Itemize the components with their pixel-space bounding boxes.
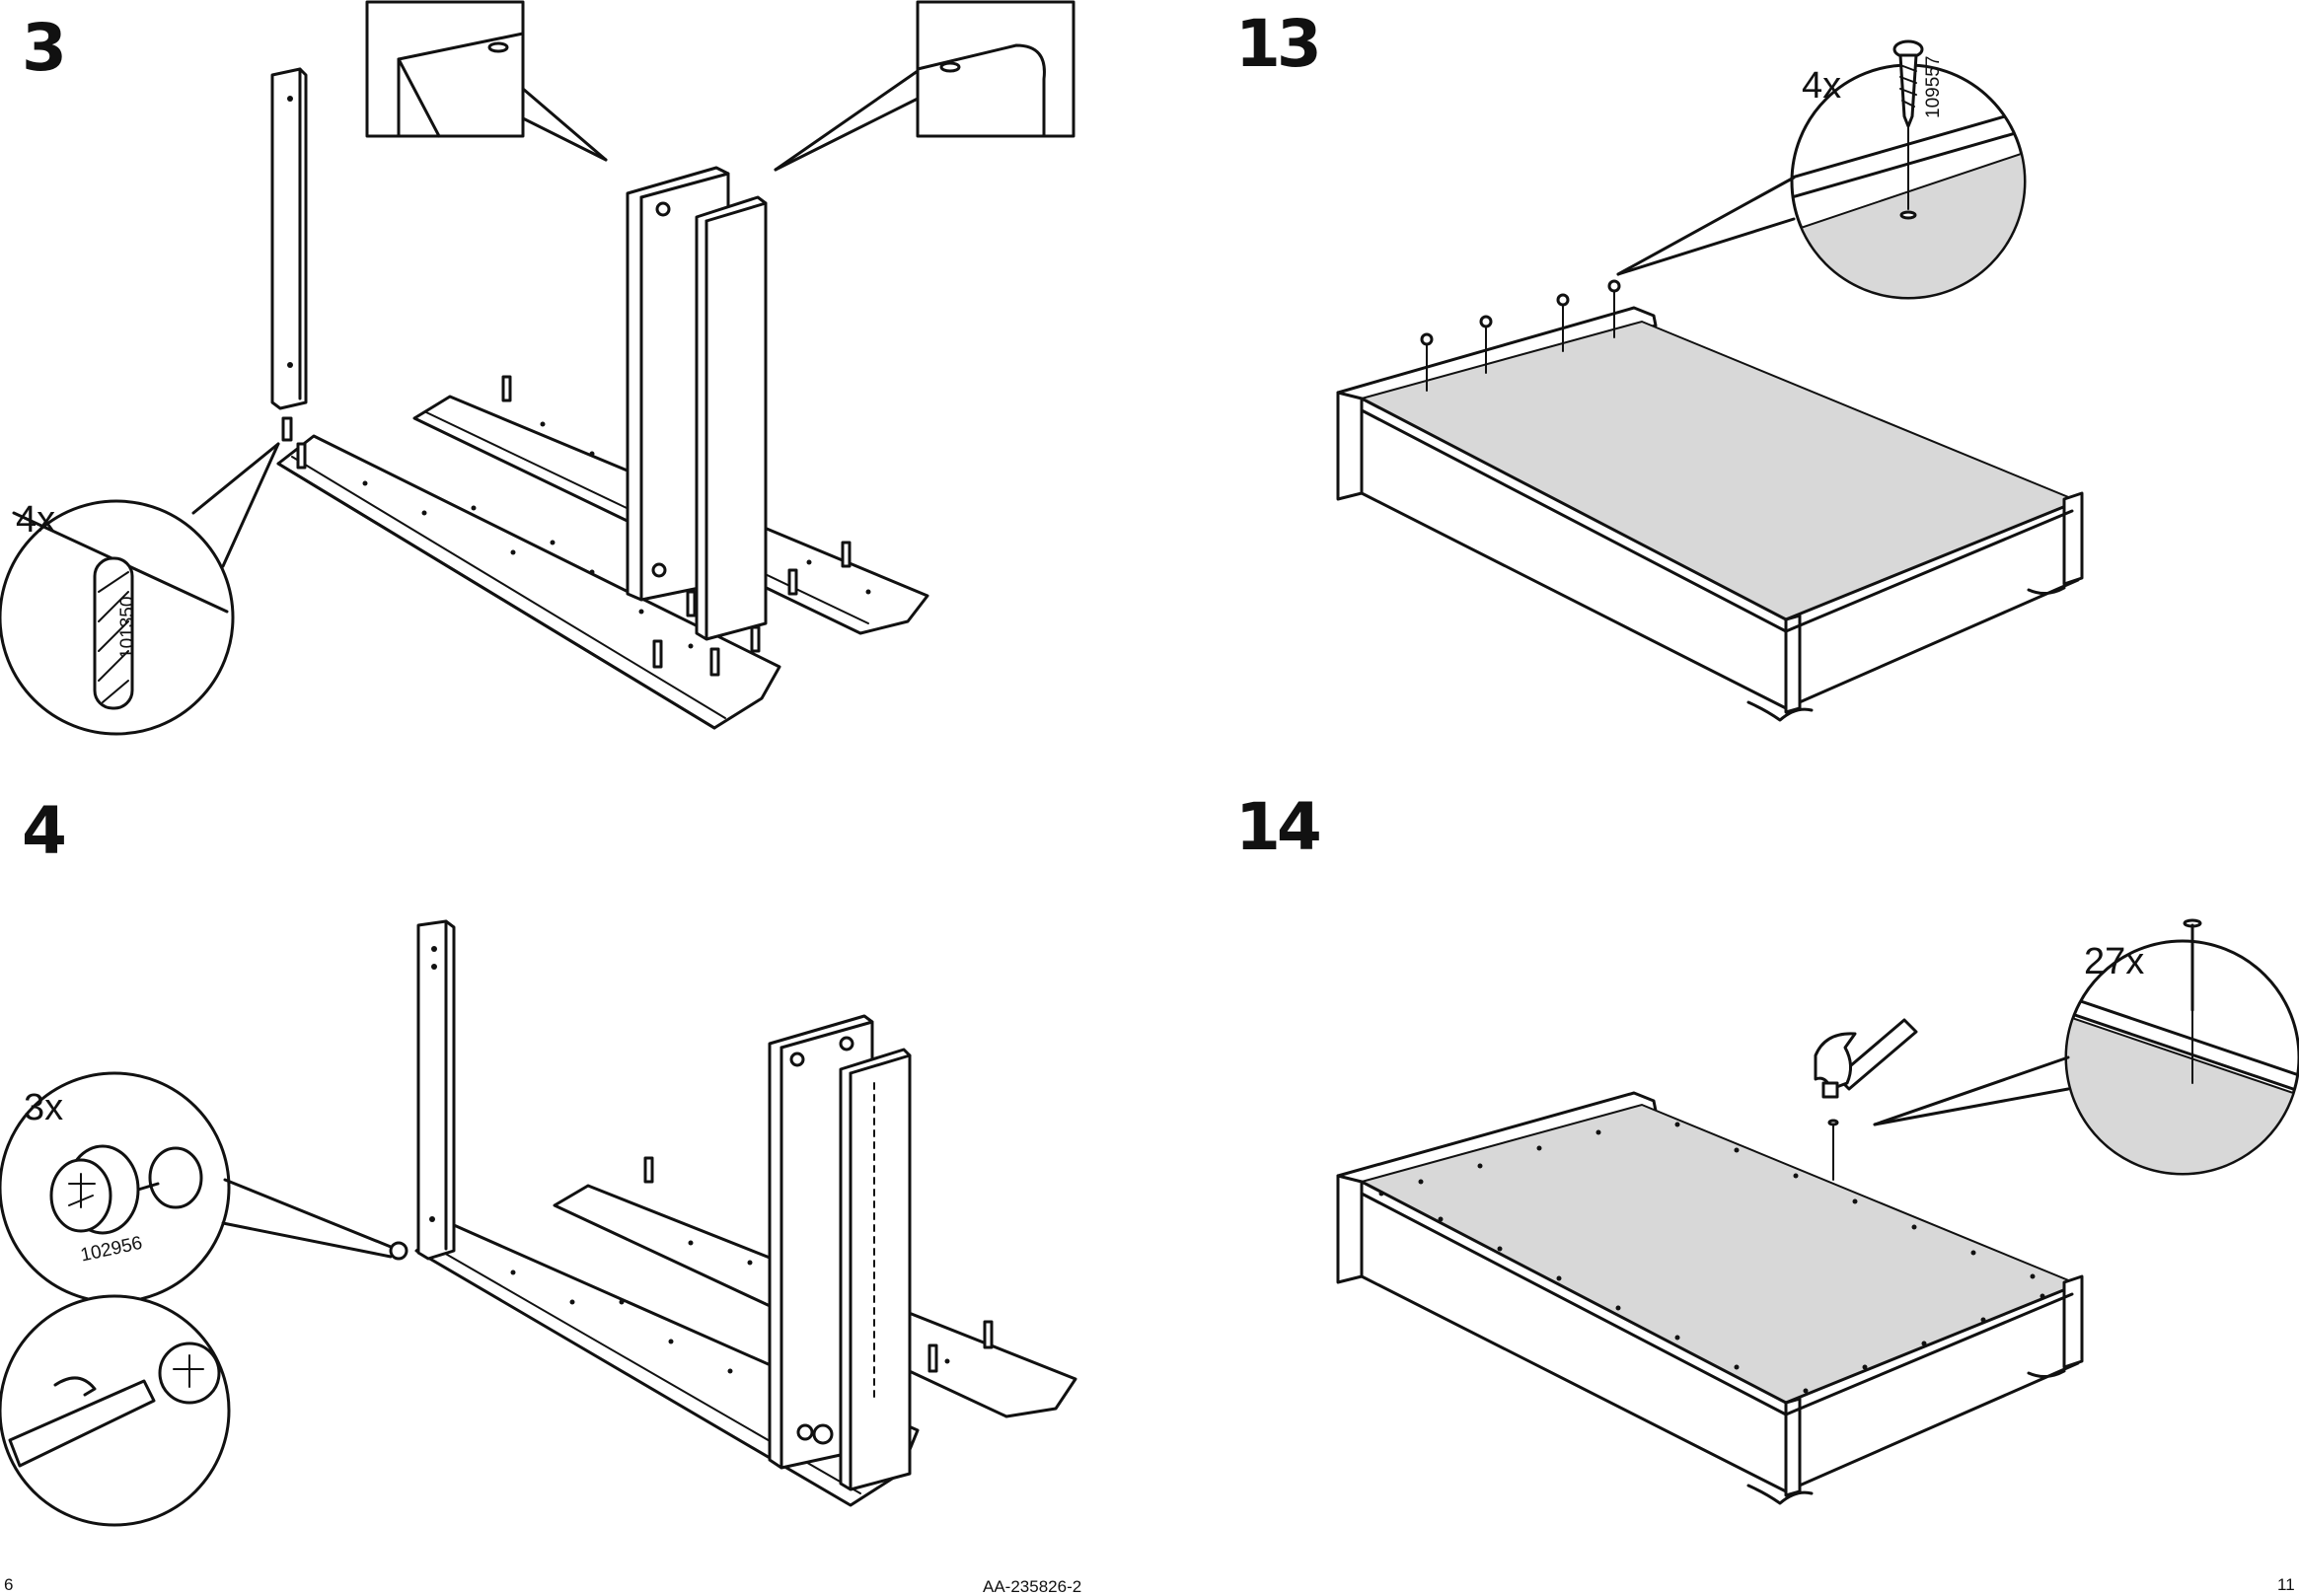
detail-inset-right (774, 0, 1075, 172)
step-number-14: 14 (1235, 789, 1322, 865)
step-3-illustration (0, 0, 1075, 736)
step-number-4: 4 (22, 793, 67, 869)
screw-icon (1892, 39, 1924, 220)
part-number-screw: 109557 (1923, 55, 1944, 118)
bed-base (1336, 1091, 2084, 1505)
part-number-dowel: 101350 (117, 596, 138, 659)
quantity-label-step-4: 3x (24, 1087, 64, 1128)
quantity-label-step-13: 4x (1802, 65, 1842, 107)
nail-magnifier (1873, 939, 2299, 1176)
bed-base (1336, 306, 2084, 722)
cam-lock-fittings (389, 1241, 834, 1445)
wooden-dowel-icon (93, 556, 134, 710)
step-13-illustration (1336, 39, 2084, 722)
document-code: AA-235826-2 (983, 1577, 1082, 1596)
cam-lock-icon (49, 1144, 203, 1235)
nail-in-board (1827, 1119, 1839, 1181)
dowel-magnifier (0, 442, 280, 736)
detail-inset-left (365, 0, 608, 162)
right-page-number: 11 (2277, 1575, 2295, 1594)
step-14-illustration (1336, 918, 2299, 1505)
upright-panels (768, 1014, 912, 1491)
quantity-label-step-3: 4x (16, 499, 56, 541)
nail-icon (2183, 918, 2202, 1084)
screws (1420, 279, 1621, 392)
quantity-label-step-14: 27x (2084, 941, 2145, 982)
left-page-number: 6 (4, 1575, 14, 1594)
step-number-3: 3 (22, 10, 67, 86)
nail-holes (1378, 1122, 2045, 1394)
side-post (416, 919, 456, 1261)
hammer-icon (1814, 1018, 1918, 1099)
step-4-illustration (0, 919, 1077, 1527)
dowel-pins (643, 1156, 994, 1373)
screwdriver-icon (8, 1342, 221, 1468)
upright-panels (626, 166, 768, 641)
side-post (270, 67, 308, 442)
step-number-13: 13 (1235, 6, 1322, 82)
dowel-pins (296, 375, 852, 677)
